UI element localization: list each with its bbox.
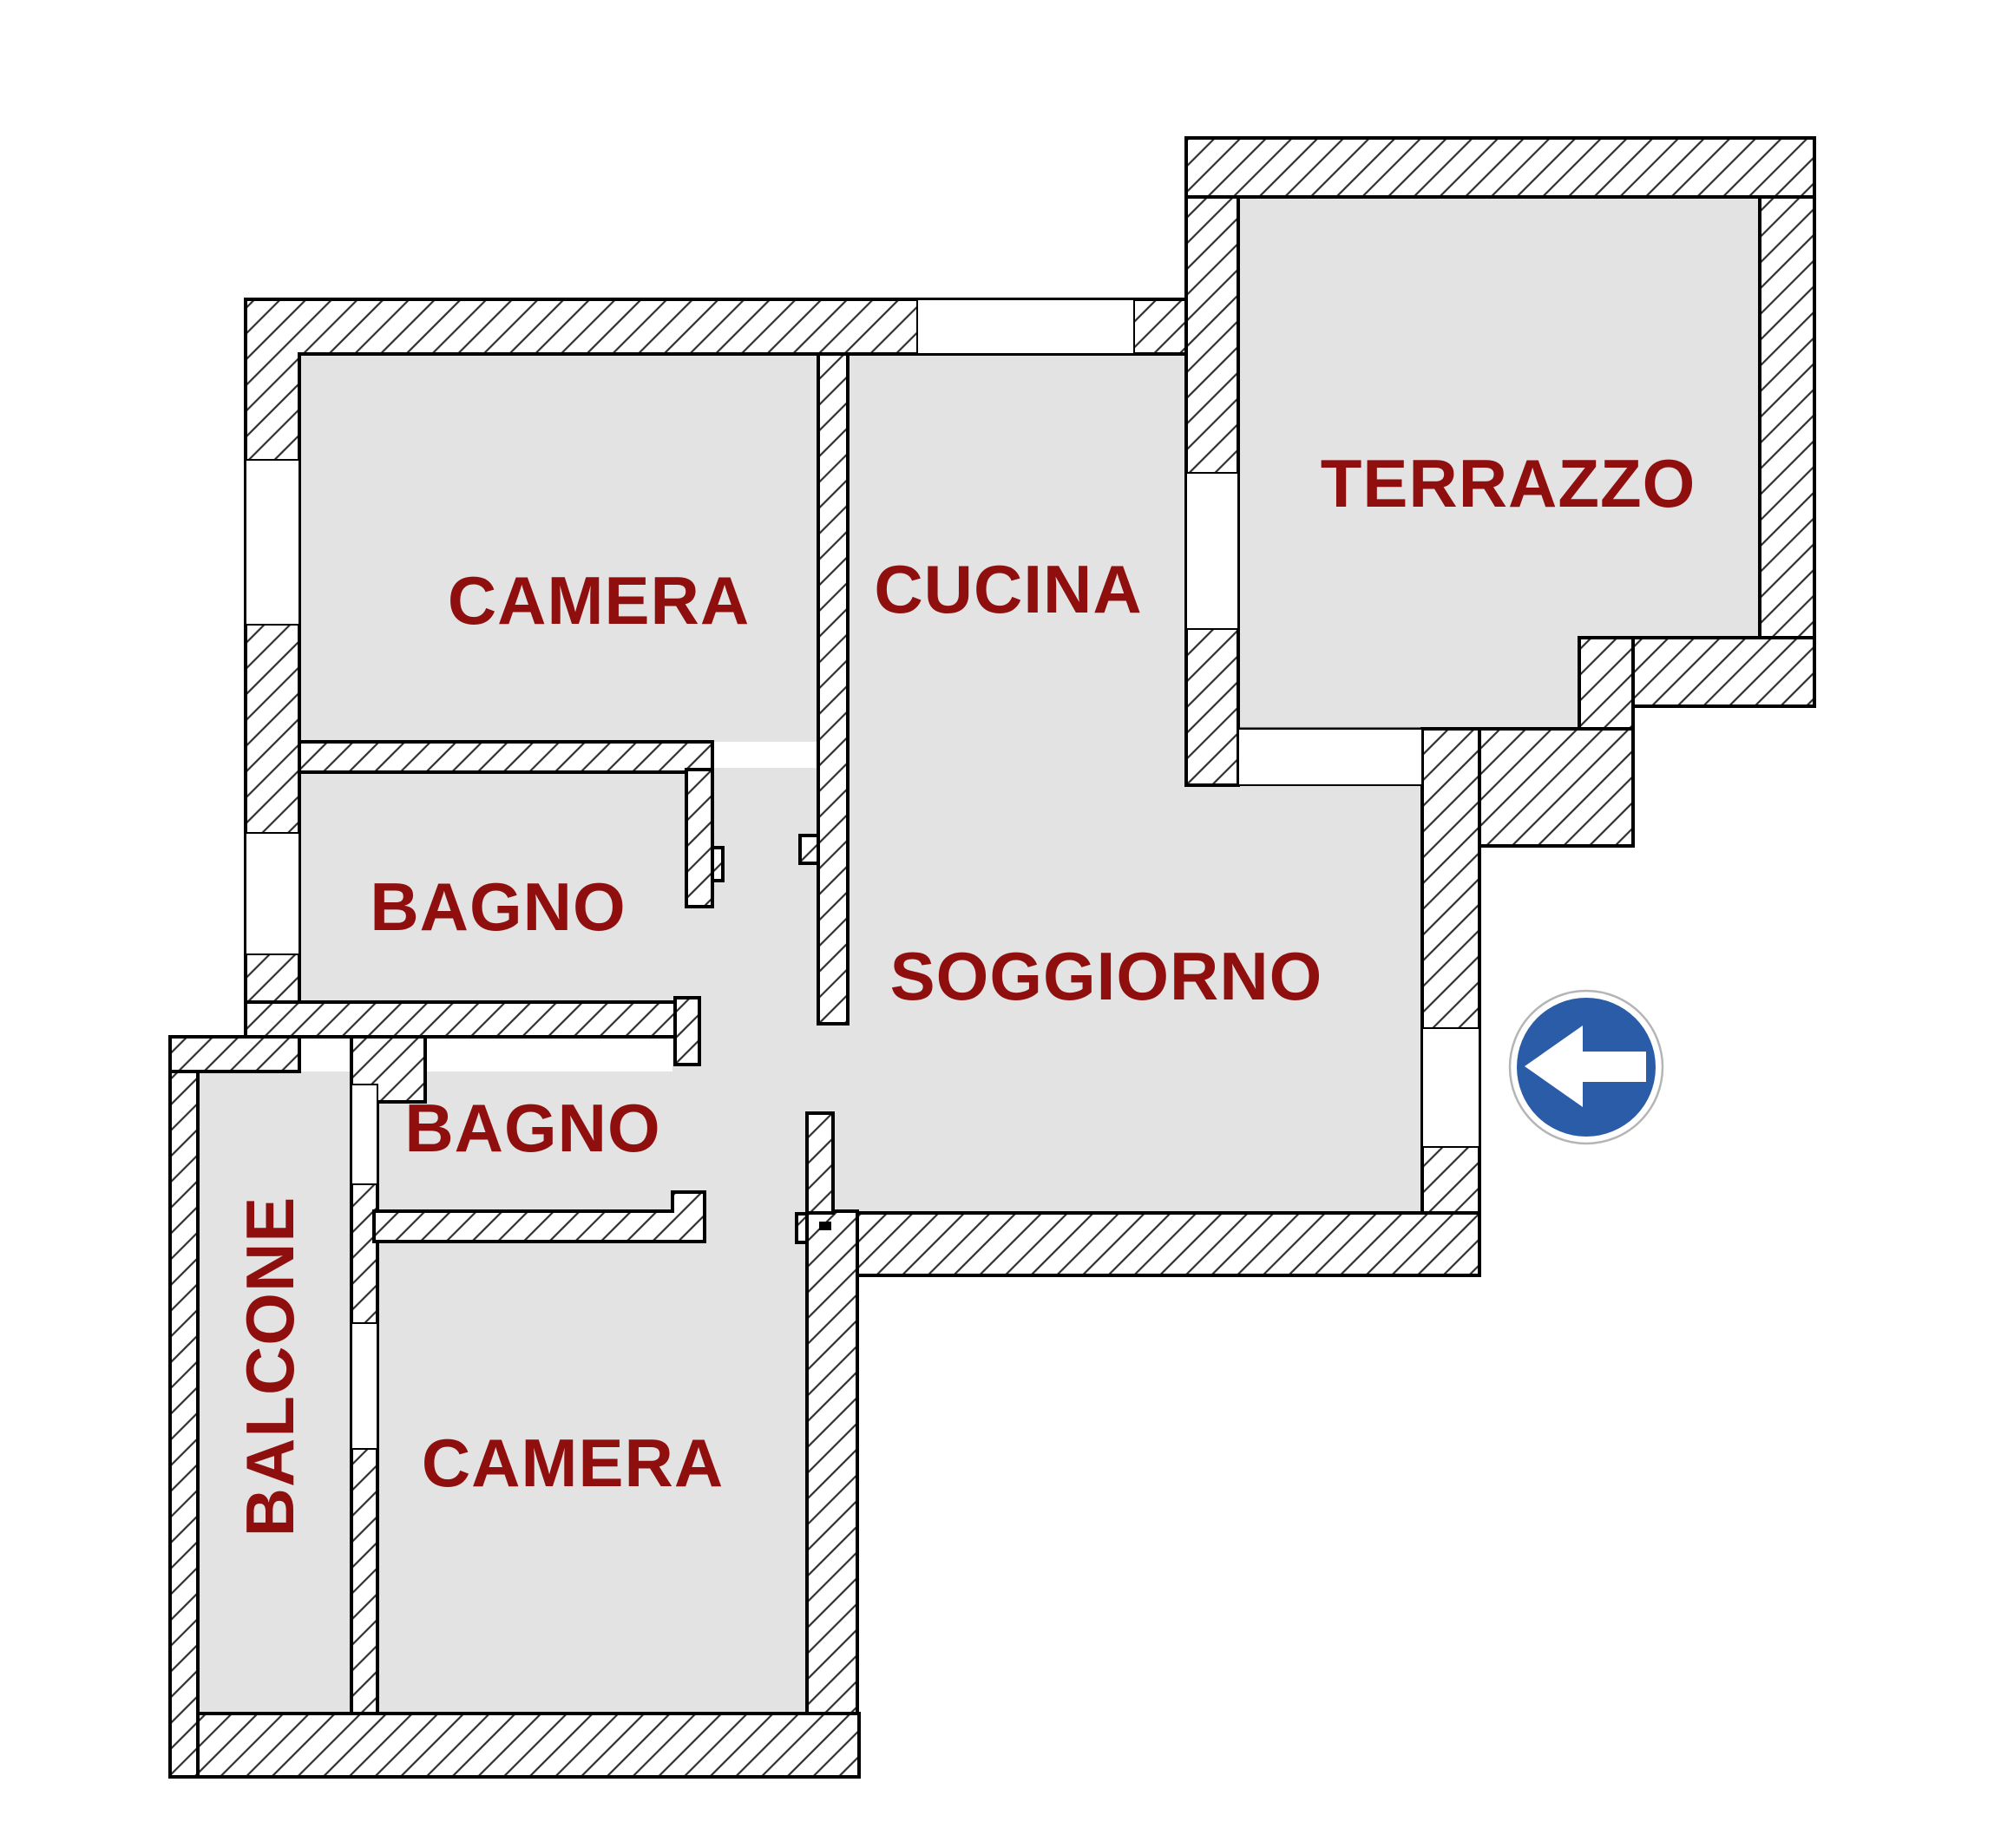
openings xyxy=(245,298,1480,1450)
room-label-bagno-1: BAGNO xyxy=(370,868,626,945)
wall-camera1-bottom xyxy=(298,740,714,774)
floor-bagno-1 xyxy=(298,772,686,1002)
wall-soggiorno-bottom xyxy=(856,1211,1481,1277)
wall-terrazzo-bottom xyxy=(1474,727,1635,848)
door-camera2-balcone xyxy=(351,1322,378,1450)
left-arrow-icon xyxy=(1525,1026,1646,1107)
window-bagno2-balcone xyxy=(351,1084,378,1185)
room-label-bagno-2: BAGNO xyxy=(404,1090,660,1166)
wall-bagno1-bottom-jamb xyxy=(673,996,701,1066)
wall-hall-jamb xyxy=(798,834,820,865)
wall-soggiorno-right xyxy=(1420,727,1481,1277)
wall-terrazzo-right xyxy=(1758,195,1816,708)
room-label-camera-1: CAMERA xyxy=(448,562,750,639)
wall-camera2-right xyxy=(805,1209,859,1715)
room-label-soggiorno: SOGGIORNO xyxy=(890,938,1323,1014)
window-soggiorno-right xyxy=(1421,1027,1480,1148)
window-camera1-left xyxy=(245,459,300,626)
room-label-balcone: BALCONE xyxy=(232,1196,308,1537)
wall-camera2-right-stub xyxy=(805,1111,835,1215)
wall-bagno1-right xyxy=(685,768,714,908)
window-terrazzo-left xyxy=(1185,472,1239,630)
floor-balcone xyxy=(198,1071,351,1714)
floor-bagno-2 xyxy=(379,1071,672,1211)
wall-balcone-left xyxy=(168,1035,200,1779)
wall-camera2-jamb xyxy=(795,1212,809,1244)
floor-soggiorno xyxy=(1186,785,1422,1213)
mandatory-direction-left-sign xyxy=(1508,989,1664,1145)
wall-camera1-cucina xyxy=(817,352,850,1026)
wall-balcone-top xyxy=(168,1035,301,1073)
room-label-cucina: CUCINA xyxy=(874,551,1142,627)
door-terrazzo-soggiorno xyxy=(1237,728,1423,786)
wall-camera2-top xyxy=(372,1190,706,1243)
wall-outer-bottom xyxy=(168,1712,861,1779)
wall-bagno1-bottom xyxy=(244,1000,677,1039)
door-mark xyxy=(819,1222,831,1230)
floor-camera-1 xyxy=(299,354,818,742)
walls xyxy=(168,136,1816,1779)
floor-cucina xyxy=(848,354,1191,1213)
floor-camera-2 xyxy=(379,1242,811,1714)
wall-bagno1-jamb xyxy=(711,846,725,882)
room-label-camera-2: CAMERA xyxy=(422,1425,724,1501)
window-bagno1-left xyxy=(245,832,300,955)
window-top-wall xyxy=(916,298,1135,355)
wall-terrazzo-top xyxy=(1184,136,1816,199)
room-label-terrazzo: TERRAZZO xyxy=(1321,445,1696,521)
